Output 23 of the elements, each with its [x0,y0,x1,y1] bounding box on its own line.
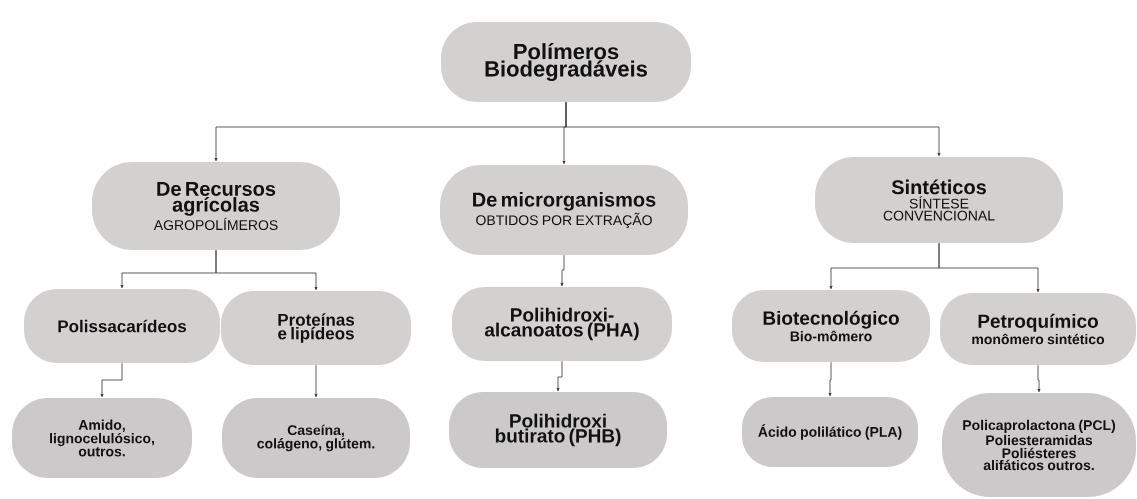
arrow [1037,364,1041,393]
rounded-box: Polímeros Biodegradáveis [441,22,691,102]
arrow [565,101,941,157]
rounded-box: De Recursos agrícolas AGROPOLÍMEROS [92,162,340,250]
rounded-box: Policaprolactona (PCL) Poliesteramidas Poliésteres alifáticos outros. [942,393,1136,497]
rounded-box: Biotecnológico Bio-mômero [732,290,930,362]
rounded-box: Polihidroxi-alcanoatos (PHA) [452,287,672,361]
rounded-box: Proteínas e lipídeos [221,291,411,365]
rounded-box: Sintéticos SÍNTESE CONVENCIONAL [815,157,1063,243]
rounded-box: Caseína, colágeno, glútem. [222,398,410,478]
arrow [828,361,832,397]
arrow [556,360,563,392]
arrow [560,254,565,287]
arrow [215,249,318,291]
rounded-box: Ácido polilático (PLA) [742,397,918,467]
arrow [938,242,1040,293]
rounded-box: De microrganismos OBTIDOS POR EXTRAÇÃO [440,165,688,255]
rounded-box: Polihidroxi butirato (PHB) [449,392,667,468]
rounded-box: Amido, lignocelulósico, outros. [12,398,192,478]
rounded-box: Petroquímico monômero sintético [940,293,1136,365]
rounded-box: Polissacarídeos [24,289,220,363]
arrow [100,362,123,398]
arrow [314,364,318,398]
